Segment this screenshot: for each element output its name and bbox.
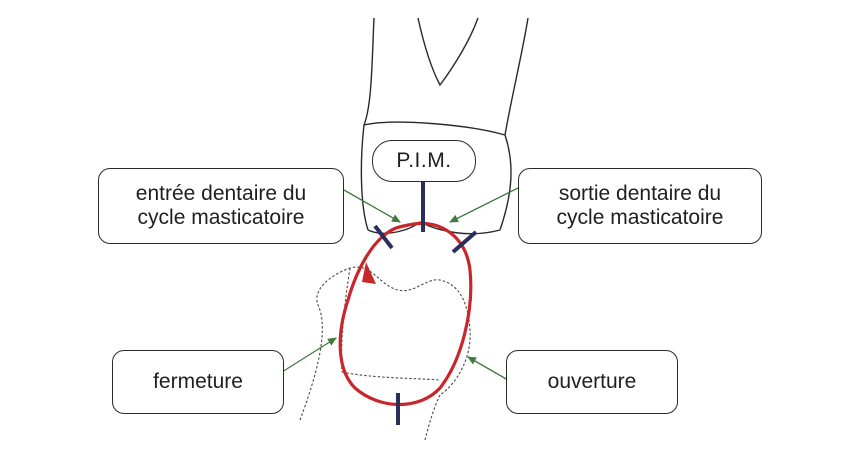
fermeture-label: fermeture: [112, 350, 284, 414]
lower-tooth: [300, 267, 470, 440]
cycle-direction-arrow: [362, 262, 376, 284]
ouverture-label: ouverture: [506, 350, 678, 414]
entree-marker: [375, 226, 392, 248]
entree-label-line2: cycle masticatoire: [136, 206, 306, 230]
sortie-label: sortie dentaire du cycle masticatoire: [518, 168, 762, 244]
entree-arrow: [344, 190, 400, 222]
entree-label-line1: entrée dentaire du: [136, 182, 306, 206]
cycle-markers: [375, 182, 476, 425]
ouverture-arrow: [468, 357, 508, 380]
masticatory-cycle-path: [340, 223, 471, 404]
upper-tooth: [361, 18, 528, 234]
entree-label: entrée dentaire du cycle masticatoire: [98, 168, 344, 244]
sortie-label-line2: cycle masticatoire: [557, 206, 724, 230]
pim-label: P.I.M.: [372, 140, 476, 182]
sortie-label-line1: sortie dentaire du: [557, 182, 724, 206]
fermeture-arrow: [282, 338, 336, 372]
